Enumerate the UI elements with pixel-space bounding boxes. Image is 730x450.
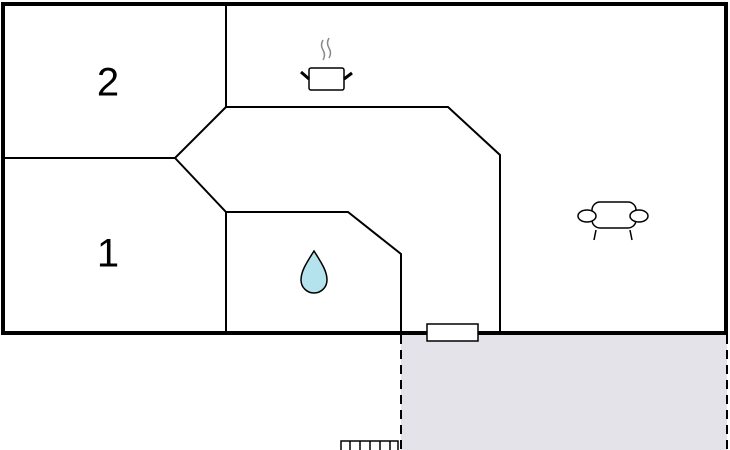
room-1-label: 1 — [96, 231, 120, 276]
water-drop-icon — [300, 249, 328, 294]
outer-walls — [1, 2, 728, 335]
interior-walls — [4, 4, 501, 333]
room-2-label: 2 — [96, 60, 120, 105]
stairs-icon — [340, 440, 399, 450]
cooking-pot-icon — [300, 37, 353, 91]
window-icon — [426, 323, 479, 342]
sofa-icon — [577, 201, 649, 241]
terrace-area — [401, 333, 727, 450]
